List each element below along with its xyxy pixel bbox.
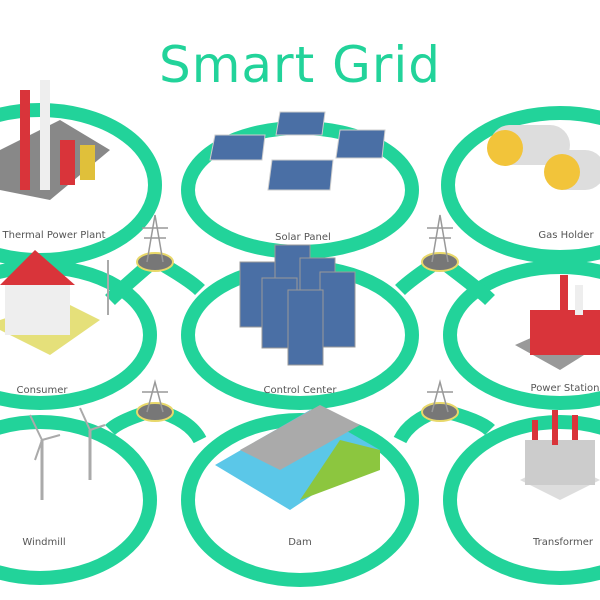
ring-station	[443, 260, 600, 410]
thermal-power-plant-icon	[0, 80, 110, 200]
label-consumer: Consumer	[16, 385, 68, 396]
dam-icon	[215, 405, 380, 510]
ring-windmill	[0, 415, 157, 585]
power-station-icon	[515, 275, 600, 370]
label-dam: Dam	[288, 537, 312, 548]
page-title: Smart Grid	[158, 36, 442, 94]
gas-holder-icon	[487, 125, 600, 190]
solar-panel-icon	[209, 111, 386, 191]
label-power-station: Power Station	[530, 383, 600, 394]
transformer-icon	[520, 410, 600, 500]
ring-gas	[441, 106, 600, 264]
house-icon	[0, 250, 109, 355]
label-solar-panel: Solar Panel	[275, 232, 331, 243]
label-thermal-power-plant: Thermal Power Plant	[2, 230, 106, 241]
server-icon	[239, 244, 356, 366]
transmission-towers	[136, 214, 459, 422]
label-control-center: Control Center	[263, 385, 337, 396]
label-transformer: Transformer	[532, 537, 593, 548]
windmill-icon	[29, 407, 106, 500]
ring-transformer	[443, 415, 600, 585]
label-gas-holder: Gas Holder	[538, 230, 594, 241]
label-windmill: Windmill	[22, 537, 66, 548]
